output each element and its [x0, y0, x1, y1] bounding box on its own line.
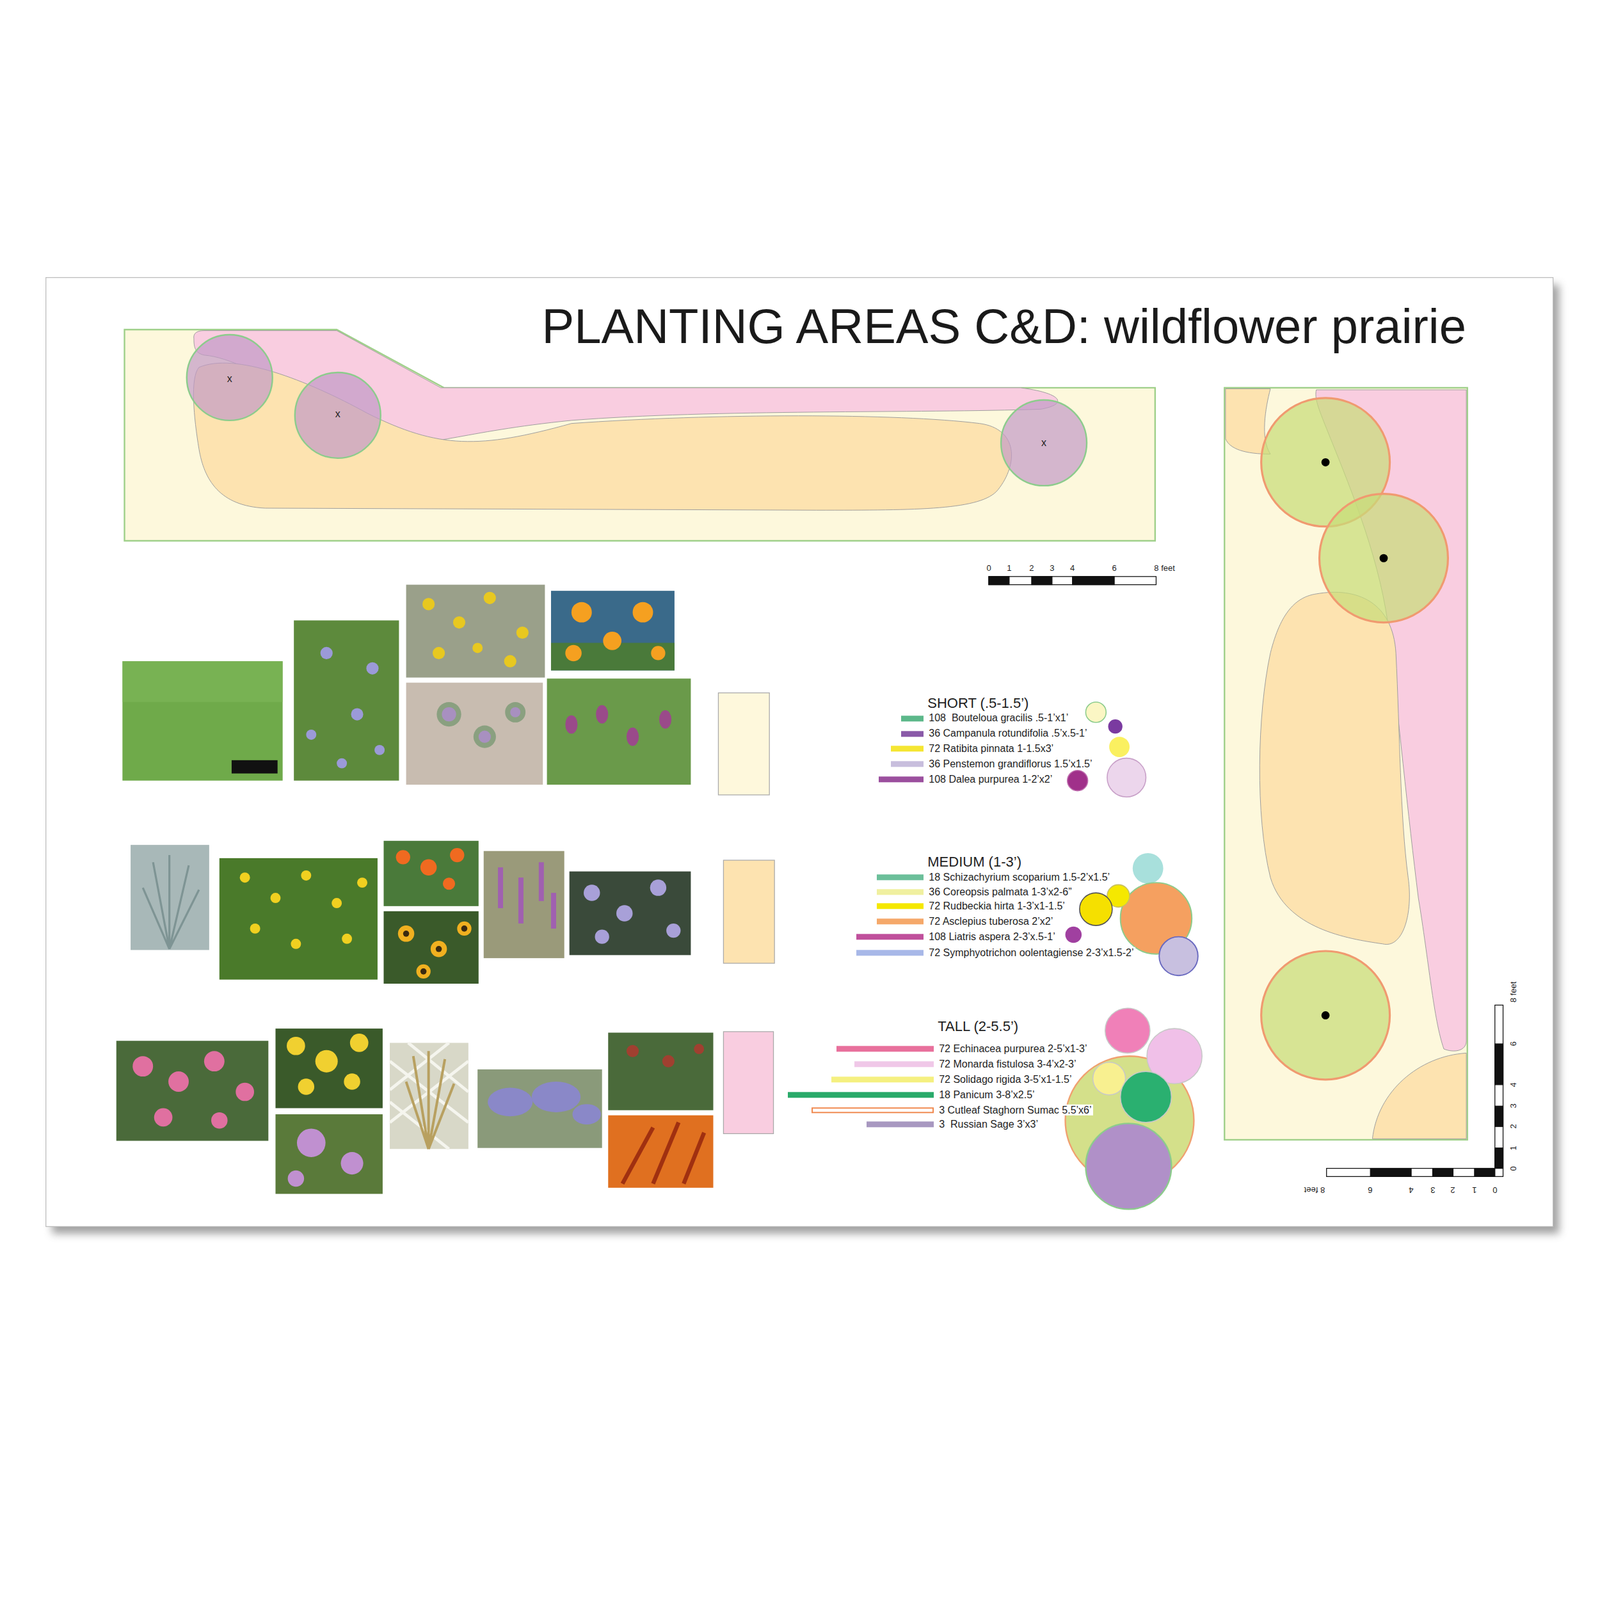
legend-entry: 72 Asclepius tuberosa 2’x2’	[927, 915, 1055, 927]
scale-label: 1	[1006, 563, 1012, 574]
scale-bar	[988, 576, 1156, 585]
legend-entry: 72 Echinacea purpurea 2-5’x1-3’	[937, 1043, 1088, 1055]
scale-label: 1	[1508, 1145, 1519, 1151]
legend-swatch	[854, 1061, 934, 1067]
legend-entry: 3 Cutleaf Staghorn Sumac 5.5’x6’	[937, 1104, 1093, 1116]
legend-entry: 72 Solidago rigida 3-5’x1-1.5’	[937, 1073, 1073, 1086]
legend-text: 108 Liatris aspera 2-3’x.5-1’	[927, 930, 1056, 942]
legend-entry: 3 Russian Sage 3’x3’	[937, 1118, 1040, 1131]
scale-label: 2	[1508, 1124, 1519, 1129]
legend-swatch	[878, 776, 924, 783]
legend-outline-swatch	[811, 1107, 934, 1113]
legend-swatch	[901, 730, 924, 737]
height-category: TALL (2-5.5’)	[937, 1018, 1019, 1035]
scale-label: 8 feet	[1153, 563, 1176, 574]
scale-label: 6	[1508, 1041, 1519, 1046]
scale-label: 1	[1472, 1185, 1477, 1195]
tree-mark: x	[227, 372, 233, 384]
legend-swatch	[876, 888, 924, 895]
legend-text: 108 Bouteloua gracilis .5-1’x1’	[927, 712, 1070, 724]
legend-entry: 72 Symphyotrichon oolentagiense 2-3’x1.5…	[927, 947, 1135, 959]
legend-swatch	[836, 1045, 934, 1052]
scale-label: 3	[1049, 563, 1055, 574]
legend-swatch	[876, 903, 924, 909]
legend-swatch	[876, 874, 924, 881]
scale-label: 3	[1508, 1104, 1519, 1109]
scale-label: 8 feet	[1303, 1185, 1325, 1195]
tree-mark: x	[335, 408, 341, 420]
legend-text: 18 Schizachyrium scoparium 1.5-2’x1.5’	[927, 871, 1112, 883]
legend-text: 72 Monarda fistulosa 3-4’x2-3’	[937, 1058, 1078, 1070]
scale-label: 4	[1408, 1185, 1414, 1195]
legend-entry: 18 Panicum 3-8’x2.5’	[937, 1089, 1036, 1101]
scale-label: 8 feet	[1508, 981, 1519, 1003]
scale-label: 4	[1070, 563, 1075, 574]
scale-label: 6	[1368, 1185, 1373, 1195]
scale-bar	[1326, 1004, 1504, 1177]
legend-text: 18 Panicum 3-8’x2.5’	[937, 1089, 1036, 1101]
legend-entry: 36 Campanula rotundifolia .5’x.5-1’	[927, 727, 1088, 740]
legend-text: 3 Russian Sage 3’x3’	[937, 1118, 1040, 1130]
legend-entry: 108 Dalea purpurea 1-2’x2’	[927, 773, 1054, 786]
legend-swatch	[856, 950, 924, 957]
scale-label: 0	[1508, 1166, 1519, 1171]
scale-label: 4	[1508, 1082, 1519, 1087]
scale-label: 6	[1111, 563, 1117, 574]
legend-swatch	[866, 1121, 934, 1128]
plant-photo	[116, 1028, 774, 1194]
legend-entry: 72 Monarda fistulosa 3-4’x2-3’	[937, 1058, 1078, 1071]
legend-entry: 72 Ratibita pinnata 1-1.5x3’	[927, 743, 1055, 755]
scale-label: 0	[1492, 1185, 1497, 1195]
legend-entry: 108 Liatris aspera 2-3’x.5-1’	[927, 930, 1056, 943]
legend-text: 36 Penstemon grandiflorus 1.5’x1.5’	[927, 758, 1094, 770]
legend-text: 108 Dalea purpurea 1-2’x2’	[927, 773, 1054, 785]
card	[46, 277, 1554, 1227]
scale-label: 0	[986, 563, 991, 574]
legend-text: 3 Cutleaf Staghorn Sumac 5.5’x6’	[937, 1104, 1093, 1115]
plant-photo	[130, 840, 775, 984]
legend-swatch	[890, 761, 924, 768]
scale-label: 3	[1430, 1185, 1435, 1195]
height-category: SHORT (.5-1.5’)	[927, 695, 1029, 712]
legend-text: 36 Campanula rotundifolia .5’x.5-1’	[927, 727, 1088, 739]
scale-label: 2	[1029, 563, 1034, 574]
legend-text: 72 Solidago rigida 3-5’x1-1.5’	[937, 1073, 1073, 1085]
planting-area-right	[1224, 387, 1467, 1140]
legend-entry: 36 Coreopsis palmata 1-3’x2-6”	[927, 885, 1073, 898]
legend-swatch	[901, 715, 924, 722]
height-category: MEDIUM (1-3’)	[927, 854, 1022, 871]
legend-text: 36 Coreopsis palmata 1-3’x2-6”	[927, 885, 1073, 897]
legend-text: 72 Ratibita pinnata 1-1.5x3’	[927, 743, 1055, 754]
planting-area-top	[124, 329, 1156, 541]
legend-entry: 72 Rudbeckia hirta 1-3’x1-1.5’	[927, 900, 1067, 912]
tree-mark: x	[1041, 437, 1047, 449]
legend-entry: 36 Penstemon grandiflorus 1.5’x1.5’	[927, 758, 1094, 770]
title: PLANTING AREAS C&D: wildflower prairie	[542, 299, 1467, 354]
legend-swatch	[787, 1091, 934, 1098]
scale-label: 2	[1450, 1185, 1456, 1195]
legend-text: 72 Symphyotrichon oolentagiense 2-3’x1.5…	[927, 947, 1135, 959]
legend-swatch	[876, 918, 924, 925]
legend-text: 72 Echinacea purpurea 2-5’x1-3’	[937, 1043, 1088, 1055]
legend-entry: 108 Bouteloua gracilis .5-1’x1’	[927, 712, 1070, 724]
legend-swatch	[890, 746, 924, 752]
legend-swatch	[856, 933, 924, 940]
plant-photo	[122, 584, 770, 795]
legend-entry: 18 Schizachyrium scoparium 1.5-2’x1.5’	[927, 871, 1112, 884]
legend-swatch	[831, 1076, 934, 1083]
legend-text: 72 Asclepius tuberosa 2’x2’	[927, 915, 1055, 927]
legend-text: 72 Rudbeckia hirta 1-3’x1-1.5’	[927, 900, 1067, 912]
